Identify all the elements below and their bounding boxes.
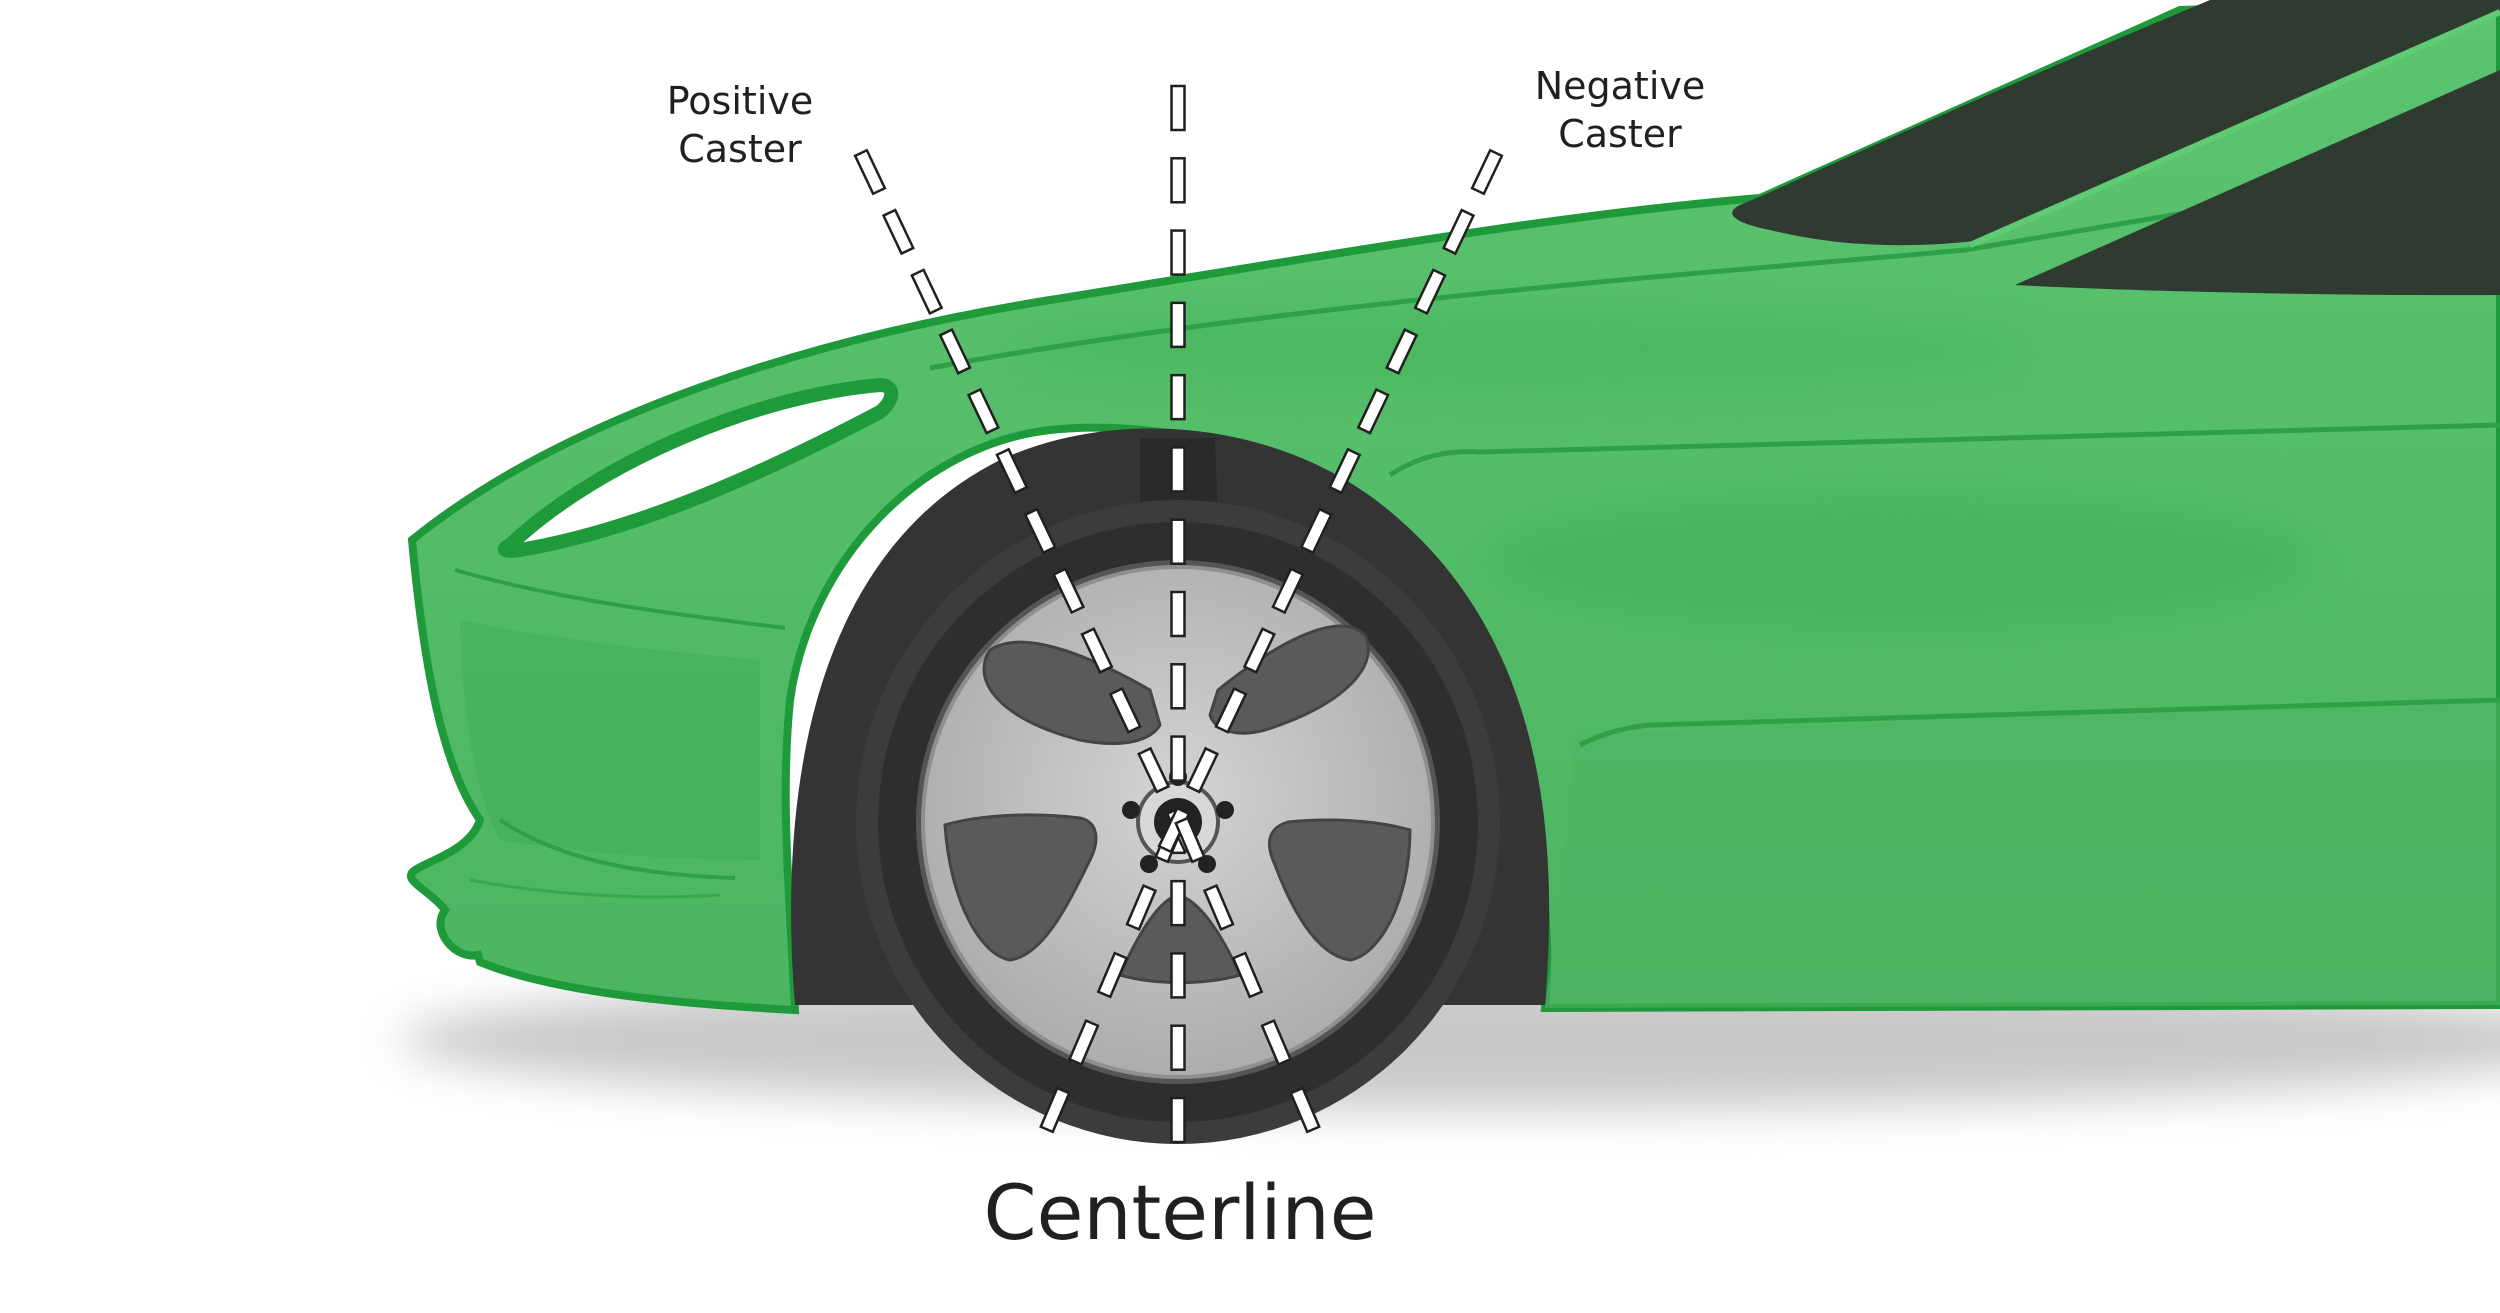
negative-caster-dash: [1299, 507, 1333, 555]
positive-caster-label-line2: Caster: [678, 126, 802, 171]
centerline-dash: [1170, 301, 1186, 349]
positive-caster-dashed-line: [853, 148, 1199, 1134]
centerline-dash: [1170, 952, 1186, 999]
positive-caster-dash: [1023, 507, 1057, 555]
centerline-label: Centerline: [983, 1168, 1377, 1257]
positive-caster-dash: [1067, 1018, 1100, 1067]
positive-caster-dash: [1096, 951, 1129, 999]
centerline-dash: [1170, 157, 1186, 204]
negative-caster-dash: [1328, 447, 1362, 495]
centerline-dash: [1170, 735, 1186, 782]
negative-caster-label-line2: Caster: [1558, 111, 1682, 156]
negative-caster-dashed-line: [1157, 148, 1504, 1134]
positive-caster-label: Positive Caster: [600, 78, 880, 173]
positive-caster-dash: [1125, 883, 1158, 932]
positive-caster-label-line1: Positive: [666, 79, 814, 123]
negative-caster-dash: [1289, 1086, 1321, 1134]
centerline-dash: [1170, 373, 1186, 421]
positive-caster-dash: [1108, 686, 1142, 734]
positive-caster-dash: [853, 148, 887, 196]
centerline-dash: [1170, 229, 1186, 276]
centerline-dash: [1170, 1096, 1186, 1144]
positive-caster-dash: [1137, 746, 1171, 794]
negative-caster-dash: [1214, 686, 1248, 734]
positive-caster-dash: [1080, 627, 1114, 674]
car-body: [407, 0, 2500, 1015]
positive-caster-dash: [1039, 1086, 1071, 1134]
centerline-dashed-line: [1170, 84, 1186, 1144]
negative-caster-dash: [1413, 268, 1447, 316]
negative-caster-dash: [1356, 387, 1390, 435]
positive-caster-dash: [966, 387, 1000, 435]
negative-caster-dash: [1185, 746, 1220, 794]
centerline-dash: [1170, 518, 1186, 565]
centerline-dash: [1170, 84, 1186, 132]
negative-caster-dash: [1174, 816, 1206, 864]
positive-caster-dash: [995, 447, 1029, 495]
centerline-dash: [1170, 1024, 1186, 1071]
negative-caster-dash: [1260, 1018, 1293, 1067]
positive-caster-dash: [1052, 567, 1086, 615]
negative-caster-label: Negative Caster: [1480, 63, 1760, 158]
negative-caster-dash: [1385, 328, 1419, 375]
centerline-dash: [1170, 446, 1186, 493]
positive-caster-dash: [881, 208, 915, 256]
negative-caster-dash: [1470, 148, 1504, 196]
negative-caster-dash: [1231, 951, 1264, 999]
negative-caster-label-line1: Negative: [1534, 64, 1706, 108]
centerline-dash: [1170, 590, 1186, 638]
negative-caster-dash: [1271, 567, 1305, 615]
centerline-dash: [1170, 663, 1186, 710]
negative-caster-dash: [1441, 208, 1476, 256]
positive-caster-dash: [910, 268, 944, 316]
positive-caster-dash: [938, 328, 972, 375]
negative-caster-dash: [1202, 883, 1235, 932]
negative-caster-dash: [1242, 627, 1276, 674]
centerline-dash: [1170, 879, 1186, 927]
wheel-spokes: [943, 624, 1412, 984]
